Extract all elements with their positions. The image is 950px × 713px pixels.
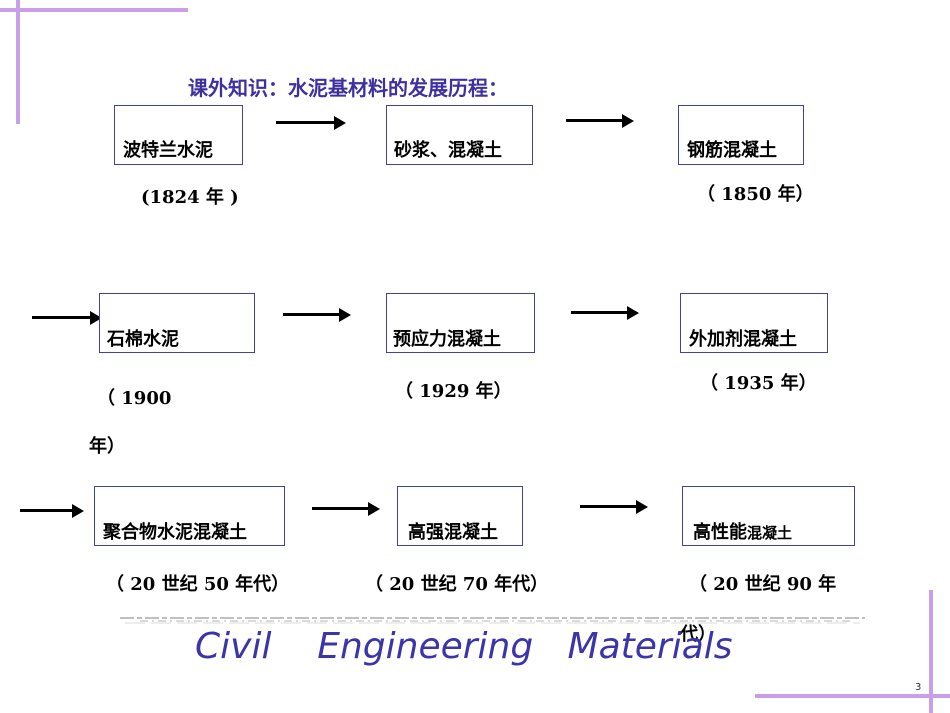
stage-label-high-performance-part1: 高性能 [693, 522, 747, 543]
arrow-7-to-8 [312, 502, 380, 516]
stage-label-polymer-cement-concrete: 聚合物水泥混凝土 [103, 522, 247, 543]
stage-label-high-performance-concrete: 高性能混凝土 [693, 518, 792, 544]
stage-box-prestressed-concrete [386, 293, 535, 353]
stage-box-polymer-cement-concrete [94, 486, 285, 546]
top-left-horizontal-line [0, 8, 188, 12]
stage-label-reinforced-concrete: 钢筋混凝土 [687, 140, 777, 161]
stage-label-mortar-concrete: 砂浆、混凝土 [394, 140, 502, 161]
stage-label-admixture-concrete: 外加剂混凝土 [689, 329, 797, 350]
stage-box-high-strength-concrete [397, 486, 523, 546]
arrow-1-to-2 [276, 116, 346, 130]
arrow-3-to-4 [32, 311, 102, 325]
stage-box-asbestos-cement [99, 293, 255, 353]
stage-year-high-performance-line1: （ 20 世纪 90 年 [689, 574, 837, 595]
arrow-6-to-7 [20, 504, 84, 518]
stage-year-polymer-cement-concrete: （ 20 世纪 50 年代） [106, 574, 290, 595]
arrow-4-to-5 [283, 308, 351, 322]
footer-decorative-line [120, 617, 865, 624]
stage-box-mortar-concrete [386, 105, 533, 165]
stage-label-high-strength-concrete: 高强混凝土 [408, 522, 498, 543]
arrow-5-to-6 [571, 306, 639, 320]
stage-label-portland-cement: 波特兰水泥 [123, 140, 213, 161]
stage-year-portland-cement: (1824 年 ) [141, 187, 239, 208]
stage-box-portland-cement [114, 105, 243, 165]
stage-year-prestressed-concrete: （ 1929 年） [395, 381, 512, 402]
stage-box-high-performance-concrete [682, 486, 855, 546]
stage-year-asbestos-cement-line2: 年） [89, 436, 125, 457]
arrow-2-to-3 [566, 114, 634, 128]
arrow-8-to-9 [580, 500, 648, 514]
stage-year-admixture-concrete: （ 1935 年） [700, 373, 817, 394]
stage-year-high-performance-line2: 代） [680, 624, 716, 645]
bottom-right-vertical-line [929, 590, 933, 713]
top-left-vertical-line [16, 0, 20, 124]
page-number: 3 [915, 682, 922, 693]
stage-box-reinforced-concrete [678, 105, 804, 165]
stage-label-prestressed-concrete: 预应力混凝土 [393, 329, 501, 350]
stage-label-high-performance-part2: 混凝土 [747, 524, 793, 542]
stage-label-asbestos-cement: 石棉水泥 [107, 329, 179, 350]
stage-box-admixture-concrete [680, 293, 828, 353]
stage-year-reinforced-concrete: （ 1850 年） [697, 184, 814, 205]
bottom-right-horizontal-line [755, 694, 950, 698]
footer-course-title: Civil Engineering Materials [195, 626, 733, 667]
stage-year-asbestos-cement-line1: （ 1900 [97, 388, 172, 409]
stage-year-high-strength-concrete: （ 20 世纪 70 年代） [365, 574, 549, 595]
slide-title: 课外知识：水泥基材料的发展历程： [188, 76, 508, 100]
